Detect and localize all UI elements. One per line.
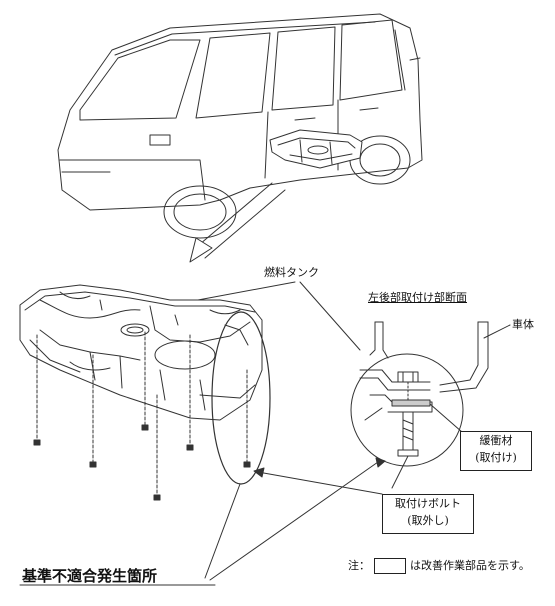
bolt-heads: [33, 424, 251, 501]
bolt-leader: [391, 455, 409, 489]
fuel-tank-leader: [197, 281, 296, 301]
van-illustration: [57, 13, 423, 239]
fuel-tank-label: 燃料タンク: [264, 266, 319, 279]
mounting-bolts: [36, 331, 248, 496]
bolt-label-line1: 取付けボルト: [395, 497, 461, 510]
fuel-tank-drawing: [19, 284, 263, 421]
legend-suffix: は改善作業部品を示す。: [410, 559, 530, 572]
legend-prefix: 注：: [348, 559, 370, 572]
legend: 注： は改善作業部品を示す。: [348, 557, 530, 574]
cushion-label-box: 緩衝材 (取付け): [460, 431, 532, 471]
section-detail: [350, 321, 489, 467]
highlight-ellipse: [211, 311, 271, 485]
section-title: 左後部取付け部断面: [368, 291, 467, 304]
cushion-label-line2: (取付け): [475, 451, 517, 464]
nonconformity-leader-1: [204, 483, 241, 579]
nonconformity-leader-2: [209, 461, 379, 581]
section-leader: [299, 281, 361, 351]
bolt-label-line2: (取外し): [407, 514, 449, 527]
zoom-arrow: [189, 182, 286, 263]
nonconformity-label: 基準不適合発生箇所: [22, 567, 158, 585]
fuel-tank-in-van: [269, 129, 363, 169]
body-leader: [483, 324, 511, 339]
bolt-label-box: 取付けボルト (取外し): [382, 494, 474, 534]
bolt-arrow-leader: [257, 471, 383, 495]
body-label: 車体: [512, 318, 534, 331]
cushion-label-line1: 緩衝材: [479, 434, 513, 447]
legend-swatch: [374, 558, 406, 574]
cushion-leader: [429, 403, 463, 433]
